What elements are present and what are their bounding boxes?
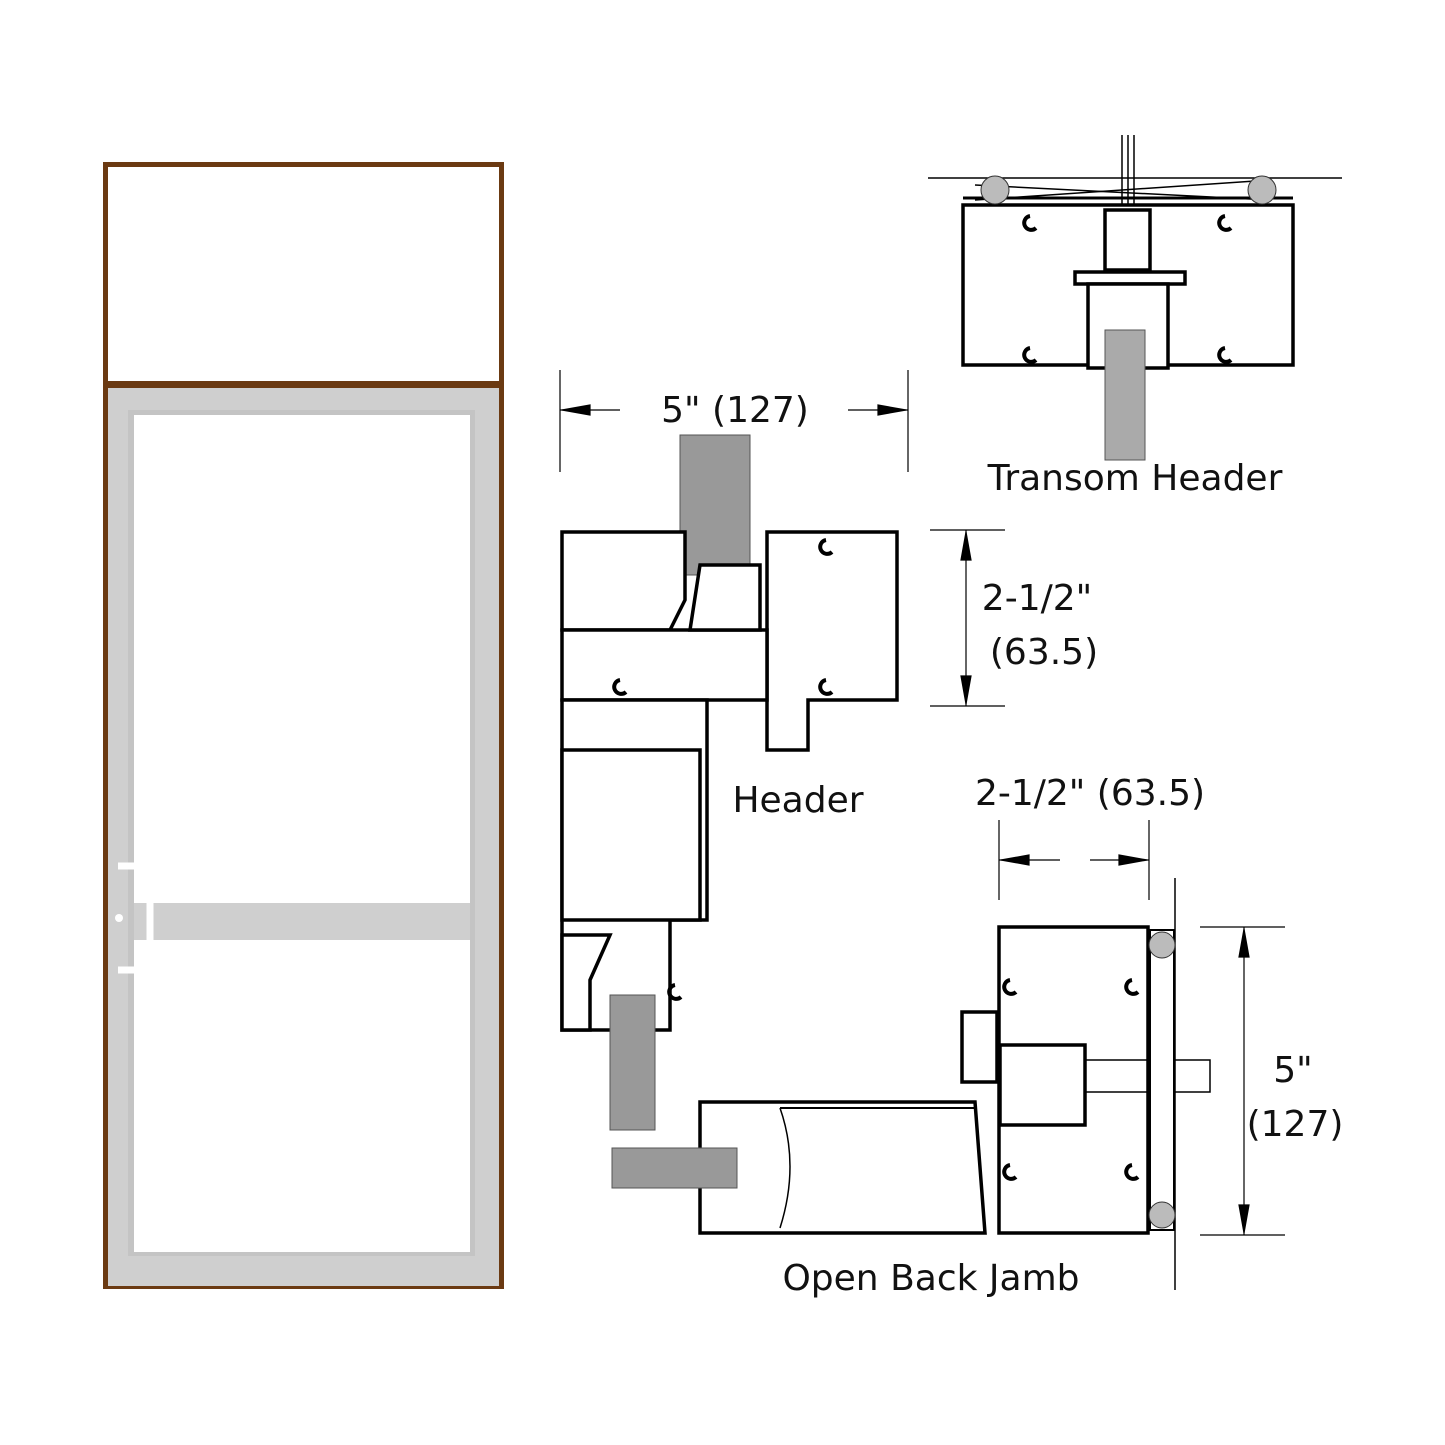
transom-glass — [108, 167, 499, 381]
transom-header-section — [928, 135, 1342, 461]
header-section — [560, 434, 899, 1131]
door-handle — [118, 862, 154, 974]
jamb-depth-in-label: 5" — [1273, 1050, 1312, 1091]
door-elevation — [103, 162, 504, 1289]
open-back-jamb-section — [611, 878, 1211, 1290]
lower-glass — [134, 940, 470, 1252]
jamb-width-label: 2-1/2" (63.5) — [975, 773, 1205, 814]
jamb-depth-mm-label: (127) — [1247, 1104, 1344, 1145]
open-back-jamb-label: Open Back Jamb — [782, 1258, 1079, 1299]
transom-header-label: Transom Header — [987, 458, 1283, 499]
header-width-label: 5" (127) — [661, 390, 809, 431]
upper-glass — [134, 415, 470, 903]
dimension-lines — [559, 370, 1285, 1236]
header-label: Header — [732, 780, 863, 821]
mid-rail — [134, 903, 470, 940]
lock-cylinder — [115, 914, 123, 922]
header-depth-mm-label: (63.5) — [990, 632, 1098, 673]
header-depth-in-label: 2-1/2" — [982, 578, 1092, 619]
